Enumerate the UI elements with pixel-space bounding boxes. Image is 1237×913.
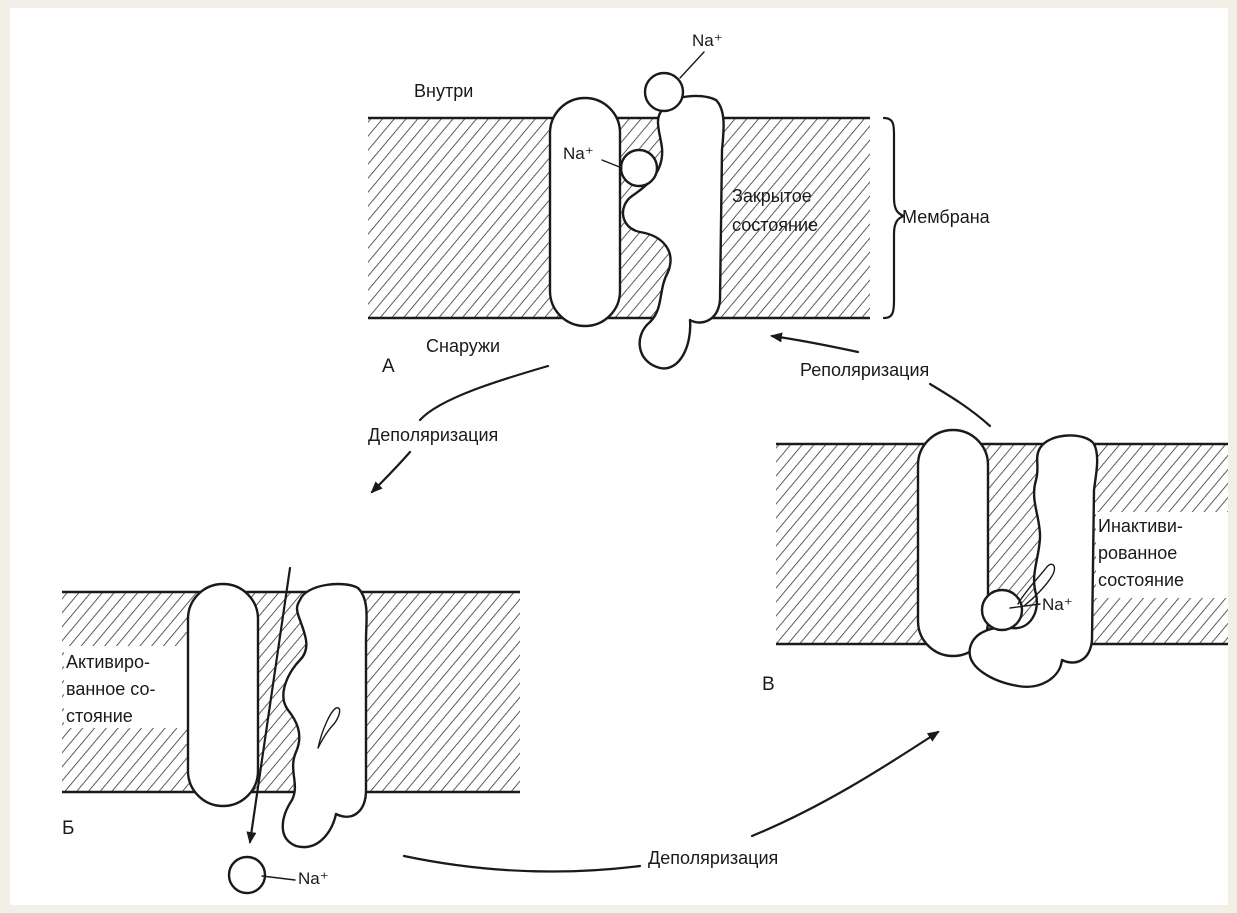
depolarization-label-bottom: Деполяризация (648, 848, 778, 868)
repolarization-arc (930, 384, 990, 426)
depolarization-arc-upper (420, 366, 548, 420)
depolarization-arrow-ab (372, 452, 410, 492)
diagram-sheet: Na⁺ Na⁺ Внутри Снаружи А Закрытое состоя… (10, 8, 1228, 905)
outside-label: Снаружи (426, 336, 500, 356)
repolarization-label: Реполяризация (800, 360, 929, 380)
na-top-pointer (680, 52, 704, 78)
state-a-closed: Na⁺ Na⁺ Внутри Снаружи А Закрытое состоя… (368, 31, 991, 377)
state-b-activated: Na⁺ Активиро- ванное со- стояние Б (62, 568, 520, 893)
depolarization-label-left: Деполяризация (368, 425, 498, 445)
state-v-inactivated: Na⁺ Инактиви- рованное состояние В (762, 430, 1228, 695)
depolarization-arrow-bv (752, 732, 938, 836)
sodium-ion-blocked-v (982, 590, 1022, 630)
state-letter-v: В (762, 674, 775, 695)
na-activated-label: Na⁺ (298, 869, 329, 888)
inactivated-state-label-line1: Инактиви- (1098, 516, 1183, 536)
activated-state-label-line3: стояние (66, 706, 133, 726)
inactivated-state-label-line3: состояние (1098, 570, 1184, 590)
closed-state-label-line1: Закрытое (732, 186, 812, 206)
activated-state-label-line2: ванное со- (66, 679, 155, 699)
repolarization-arrow-va (772, 336, 858, 352)
membrane-label: Мембрана (902, 207, 991, 227)
activated-state-label-line1: Активиро- (66, 652, 150, 672)
channel-v-left-subunit (918, 430, 988, 656)
inside-label: Внутри (414, 81, 473, 101)
inactivated-state-label-line2: рованное (1098, 543, 1177, 563)
channel-b-left-subunit (188, 584, 258, 806)
state-letter-b: Б (62, 818, 74, 839)
sodium-ion-inside-b (229, 857, 265, 893)
na-top-label: Na⁺ (692, 31, 723, 50)
sodium-ion-in-pore-a (621, 150, 657, 186)
na-activated-pointer (262, 876, 295, 880)
closed-state-label-line2: состояние (732, 215, 818, 235)
depolarization-arc-left (404, 856, 640, 871)
membrane-brace (884, 118, 904, 318)
sodium-channel-diagram: Na⁺ Na⁺ Внутри Снаружи А Закрытое состоя… (10, 8, 1228, 905)
na-closed-label: Na⁺ (563, 144, 594, 163)
channel-a-left-subunit (550, 98, 620, 326)
state-letter-a: А (382, 356, 395, 377)
sodium-ion-outside-a (645, 73, 683, 111)
na-inactivated-label: Na⁺ (1042, 595, 1073, 614)
